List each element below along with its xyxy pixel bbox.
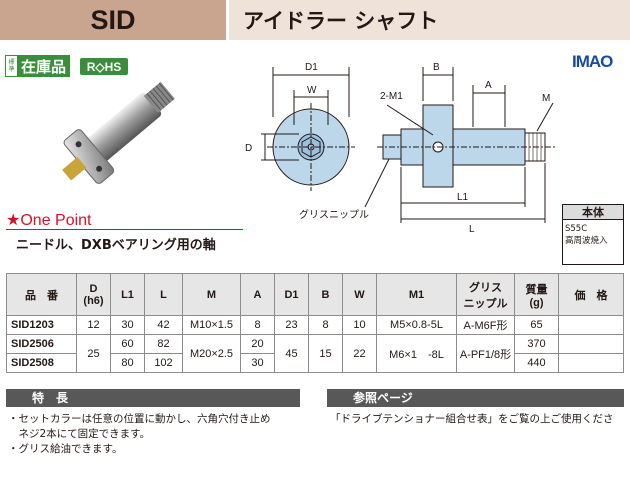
cell-a: 8 [240, 315, 275, 335]
cell-price [558, 334, 624, 354]
col-d1: D1 [274, 273, 309, 316]
cell-m: M20×2.5 [182, 334, 241, 373]
feature-line: ・セットカラーは任意の位置に動かし、六角穴付き止め [8, 413, 271, 425]
cell-a: 20 [240, 334, 275, 354]
feature-line: ネジ2本にて固定できます。 [8, 428, 151, 440]
col-m1: M1 [376, 273, 457, 316]
features-header: 特 長 [6, 389, 300, 407]
cell-l: 102 [144, 353, 183, 373]
feature-line: ・グリス給油できます。 [8, 443, 123, 455]
col-l1: L1 [110, 273, 145, 316]
col-b: B [308, 273, 343, 316]
col-grease: グリスニップル [456, 273, 515, 316]
cell-code: SID1203 [6, 315, 77, 335]
table-row: SID2506 25 60 82 M20×2.5 20 45 15 22 M6×… [6, 334, 624, 373]
cell-m1: M5×0.8-5L [376, 315, 457, 335]
material-line-1: S55C [565, 224, 588, 234]
brand-logo: IMAO [572, 52, 613, 71]
cell-l: 42 [144, 315, 183, 335]
stock-badge: 標準 在庫品 [5, 55, 71, 77]
cell-code: SID2506 [6, 334, 77, 354]
dim-b: B [433, 62, 440, 73]
dim-m: M [542, 93, 550, 104]
col-l: L [144, 273, 183, 316]
cell-d1: 23 [274, 315, 309, 335]
cell-price [558, 353, 624, 373]
cell-a: 30 [240, 353, 275, 373]
standard-label: 標準 [6, 56, 18, 76]
one-point-text: ニードル、DXBベアリング用の軸 [16, 238, 216, 253]
cell-mass: 370 [514, 334, 559, 354]
table-row: SID2508 80 102 30 440 [6, 353, 624, 373]
cell-mass: 65 [514, 315, 559, 335]
col-w: W [342, 273, 377, 316]
dim-l1: L1 [457, 192, 469, 203]
dim-l: L [469, 224, 475, 235]
material-body: S55C 高周波焼入 [563, 220, 623, 264]
cell-w: 22 [342, 334, 377, 373]
one-point-title: ★One Point [6, 210, 92, 230]
product-title: アイドラー シャフト [226, 0, 630, 40]
cell-grease: A-M6F形 [456, 315, 515, 335]
cell-l: 82 [144, 334, 183, 354]
col-a: A [240, 273, 275, 316]
cell-d: 12 [76, 315, 111, 335]
spec-table: 品 番 D(h6) L1 L M A D1 B W M1 グリスニップル 質量(… [6, 273, 624, 373]
col-m: M [182, 273, 241, 316]
cell-mass: 440 [514, 353, 559, 373]
cell-d1: 45 [274, 334, 309, 373]
header: SID アイドラー シャフト [0, 0, 630, 40]
cell-code: SID2508 [6, 353, 77, 373]
product-photo [62, 81, 175, 184]
dim-d: D [245, 143, 252, 154]
reference-text: 「ドライブテンショナー組合せ表」をご覧の上ご使用くださ [330, 413, 614, 425]
cell-l1: 60 [110, 334, 145, 354]
cell-l1: 80 [110, 353, 145, 373]
dim-w: W [307, 85, 317, 96]
one-point-label: One Point [20, 212, 92, 229]
cell-m1: M6×1 -8L [376, 334, 457, 373]
reference-header: 参照ページ [327, 389, 624, 407]
cell-d: 25 [76, 334, 111, 373]
cell-l1: 30 [110, 315, 145, 335]
star-icon: ★ [6, 212, 21, 229]
col-code: 品 番 [6, 273, 77, 316]
table-header-row: 品 番 D(h6) L1 L M A D1 B W M1 グリスニップル 質量(… [6, 273, 624, 316]
one-point-divider [6, 229, 243, 230]
grease-nipple-label: グリスニップル [299, 208, 369, 221]
table-row: SID1203 12 30 42 M10×1.5 8 23 8 10 M5×0.… [6, 315, 624, 335]
technical-drawing: D1 W D B A M 2-M1 L1 L グリスニップル [245, 62, 557, 235]
cell-w: 10 [342, 315, 377, 335]
col-price: 価 格 [558, 273, 624, 316]
cell-m: M10×1.5 [182, 315, 241, 335]
rohs-badge: R◇HS [80, 58, 128, 75]
col-d: D(h6) [76, 273, 111, 316]
material-line-2: 高周波焼入 [565, 236, 608, 246]
cell-price [558, 315, 624, 335]
dim-d1: D1 [305, 62, 318, 73]
cell-b: 8 [308, 315, 343, 335]
product-code: SID [0, 0, 226, 40]
cell-b: 15 [308, 334, 343, 373]
features-text: ・セットカラーは任意の位置に動かし、六角穴付き止め ネジ2本にて固定できます。 … [8, 412, 303, 457]
col-mass: 質量(g) [514, 273, 559, 316]
stock-label: 在庫品 [18, 56, 70, 76]
cell-grease: A-PF1/8形 [456, 334, 515, 373]
dim-m1: 2-M1 [380, 91, 403, 102]
material-box: 本体 S55C 高周波焼入 [562, 204, 624, 265]
material-header: 本体 [563, 205, 623, 220]
dim-a: A [485, 80, 492, 91]
